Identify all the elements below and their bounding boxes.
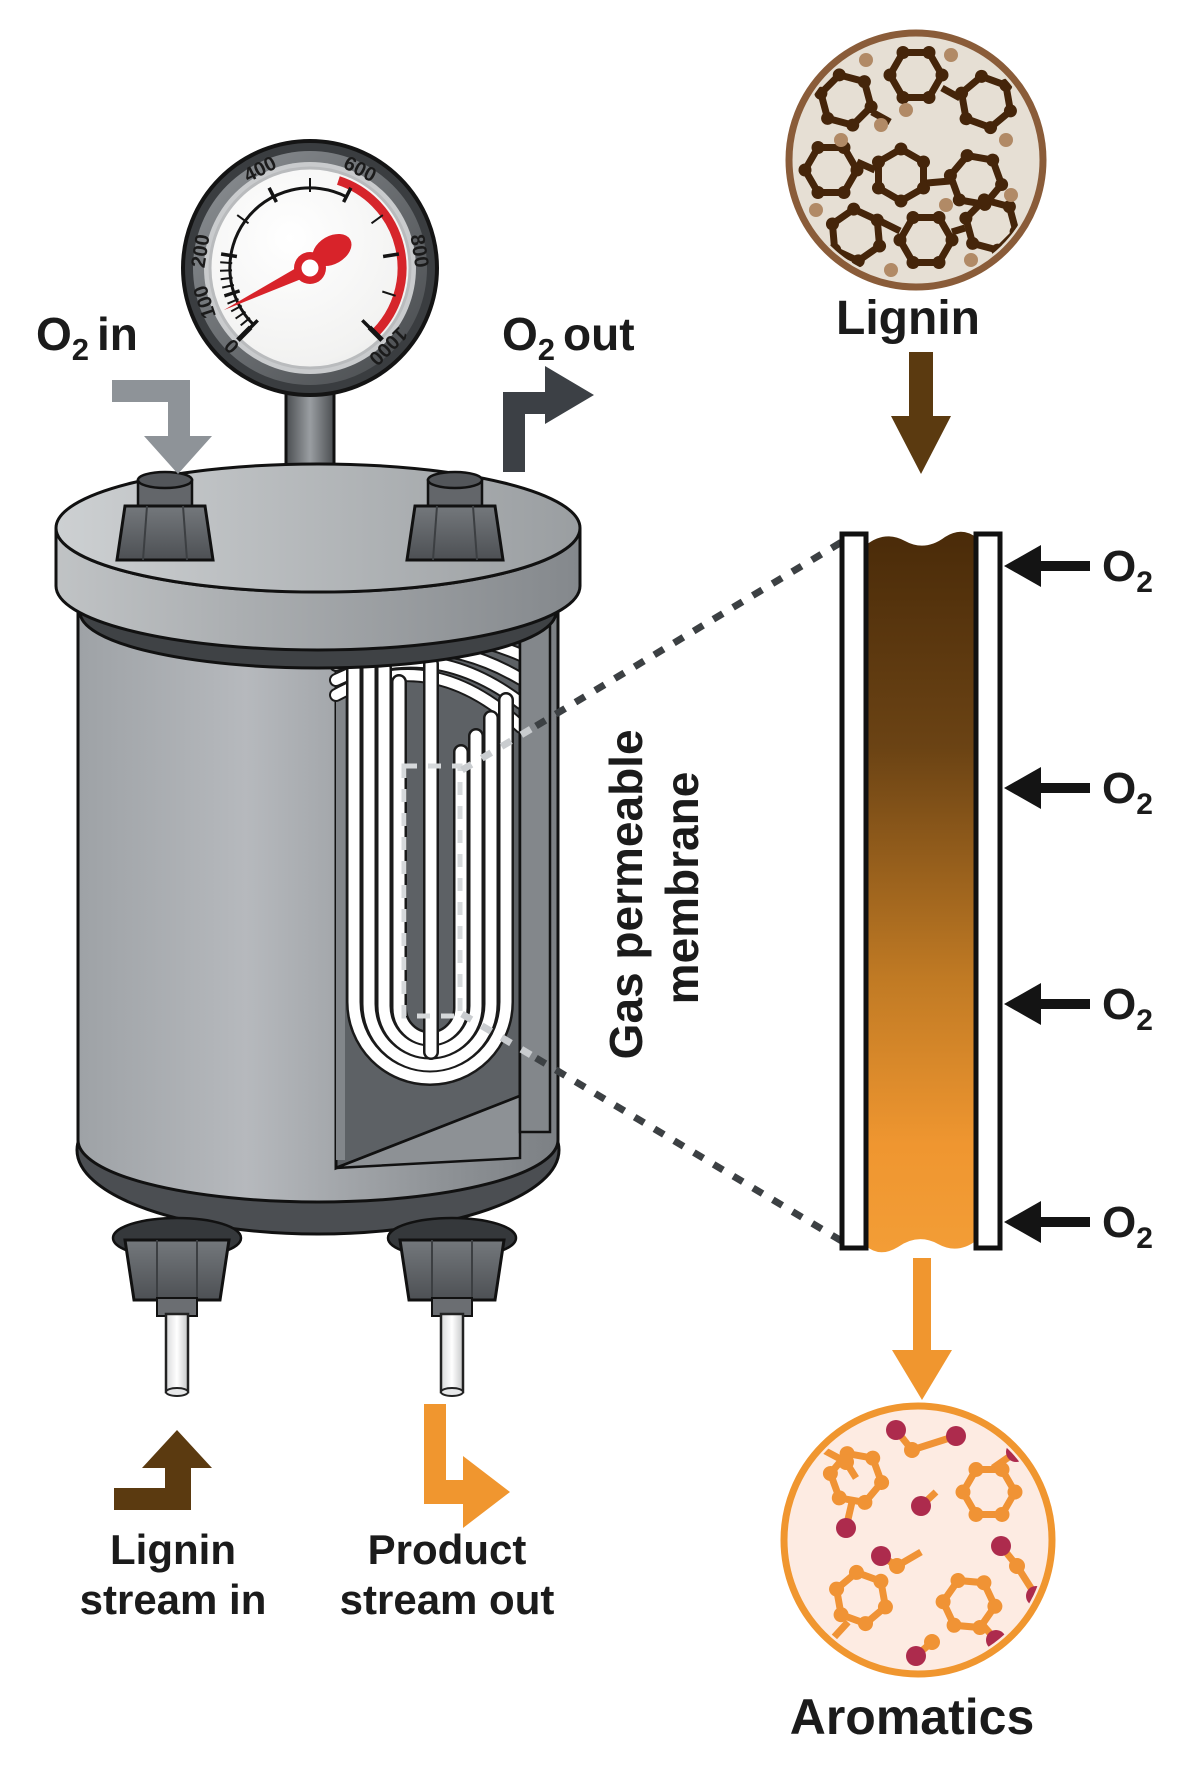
- lignin-stream-in-arrow: [114, 1430, 212, 1510]
- o2-label-1: O2: [1102, 542, 1153, 599]
- o2-out-arrow: [503, 366, 594, 472]
- zoom-connector-lines: [460, 537, 847, 1247]
- product-stream-out-label-line2: stream out: [340, 1576, 555, 1623]
- top-port-o2-in: [115, 470, 215, 562]
- o2-arrow-2: [1004, 767, 1090, 809]
- gauge-minor-ticks: [219, 178, 396, 327]
- o2-arrow-4: [1004, 1201, 1090, 1243]
- bottom-port-product-out: [386, 1216, 518, 1397]
- lignin-stream-in-label-line1: Lignin: [110, 1526, 236, 1573]
- product-stream-out-arrow: [424, 1404, 510, 1528]
- o2-label-4: O2: [1102, 1198, 1153, 1255]
- o2-arrow-1: [1004, 545, 1090, 587]
- lignin-stream-in-label-line2: stream in: [80, 1576, 267, 1623]
- gauge-red-zone: [337, 176, 407, 337]
- lignin-to-membrane-arrow: [891, 352, 951, 474]
- membrane-wall-left: [839, 531, 869, 1251]
- gauge-ticks: [220, 187, 400, 342]
- gauge-tick-200: 200: [188, 233, 215, 269]
- o2-arrow-3: [1004, 983, 1090, 1025]
- o2-label-3: O2: [1102, 980, 1153, 1037]
- o2-permeation-arrows: [1004, 545, 1090, 1243]
- product-stream-out-label-line1: Product: [368, 1526, 527, 1573]
- aromatics-inset: Aromatics: [780, 1402, 1056, 1745]
- lignin-inset-label: Lignin: [836, 292, 980, 345]
- o2-in-arrow: [112, 380, 212, 474]
- membrane-to-aromatics-arrow: [892, 1258, 952, 1400]
- lignin-inset: Lignin: [785, 29, 1047, 345]
- membrane-label: Gas permeable membrane: [600, 717, 708, 1060]
- membrane-lignin-column: [866, 531, 977, 1253]
- membrane-wall-right: [973, 531, 1003, 1251]
- o2-label-2: O2: [1102, 764, 1153, 821]
- gauge-needle: [223, 233, 352, 311]
- reactor-vessel: [54, 376, 582, 1397]
- top-port-o2-out: [405, 470, 505, 562]
- bottom-port-lignin-in: [111, 1216, 243, 1397]
- aromatics-inset-label: Aromatics: [790, 1689, 1035, 1745]
- fiber-selection-box: [401, 763, 463, 1019]
- pressure-gauge: 0 100 200 400 600 800 1000: [181, 139, 439, 397]
- gauge-tick-800: 800: [405, 233, 432, 269]
- cutaway-window: [329, 610, 552, 1171]
- membrane-detail: O2 O2 O2 O2 Gas permeable membrane: [600, 531, 1153, 1255]
